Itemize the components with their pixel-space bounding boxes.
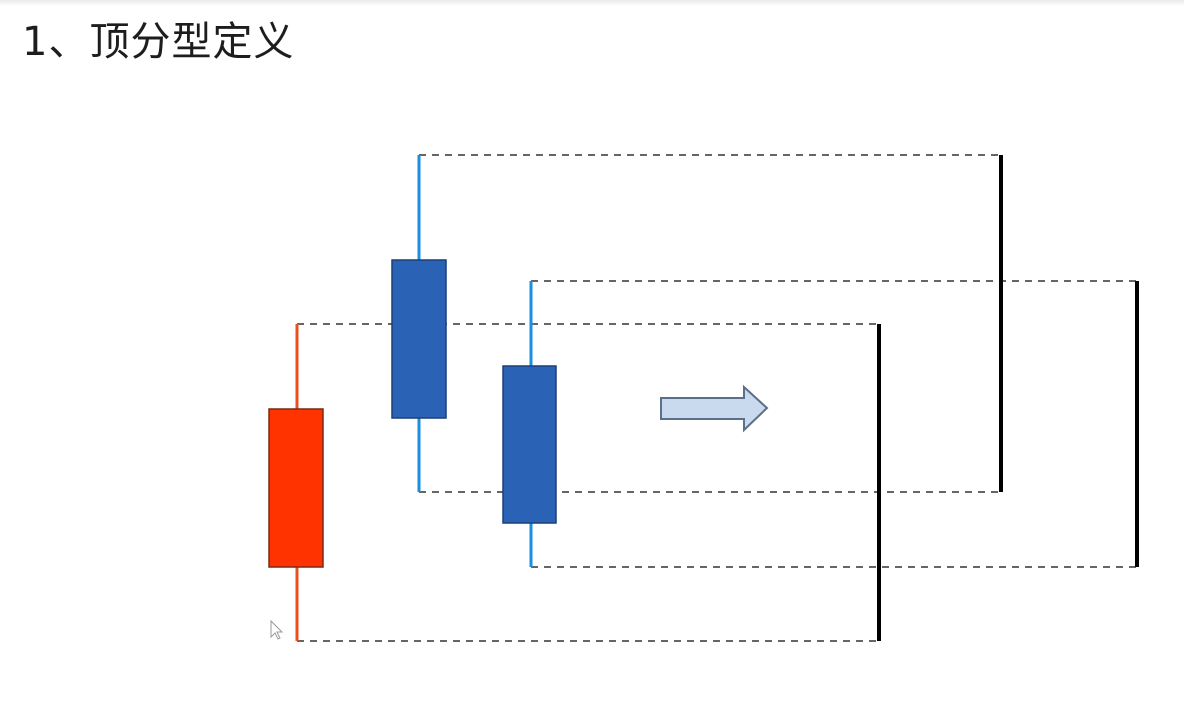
middle-blue-candle-body [391, 259, 447, 419]
left-red-candle-body [268, 408, 324, 568]
right-blue-candle [502, 281, 557, 567]
top-strip [0, 0, 1184, 6]
range-lines [877, 155, 1139, 641]
right-blue-candle-body [502, 365, 557, 524]
middle-blue-candle [391, 155, 447, 492]
left-red-candle [268, 324, 324, 641]
mouse-pointer-icon [270, 619, 284, 640]
right-arrow-icon [660, 384, 769, 433]
slide-title: 1、顶分型定义 [22, 19, 295, 65]
